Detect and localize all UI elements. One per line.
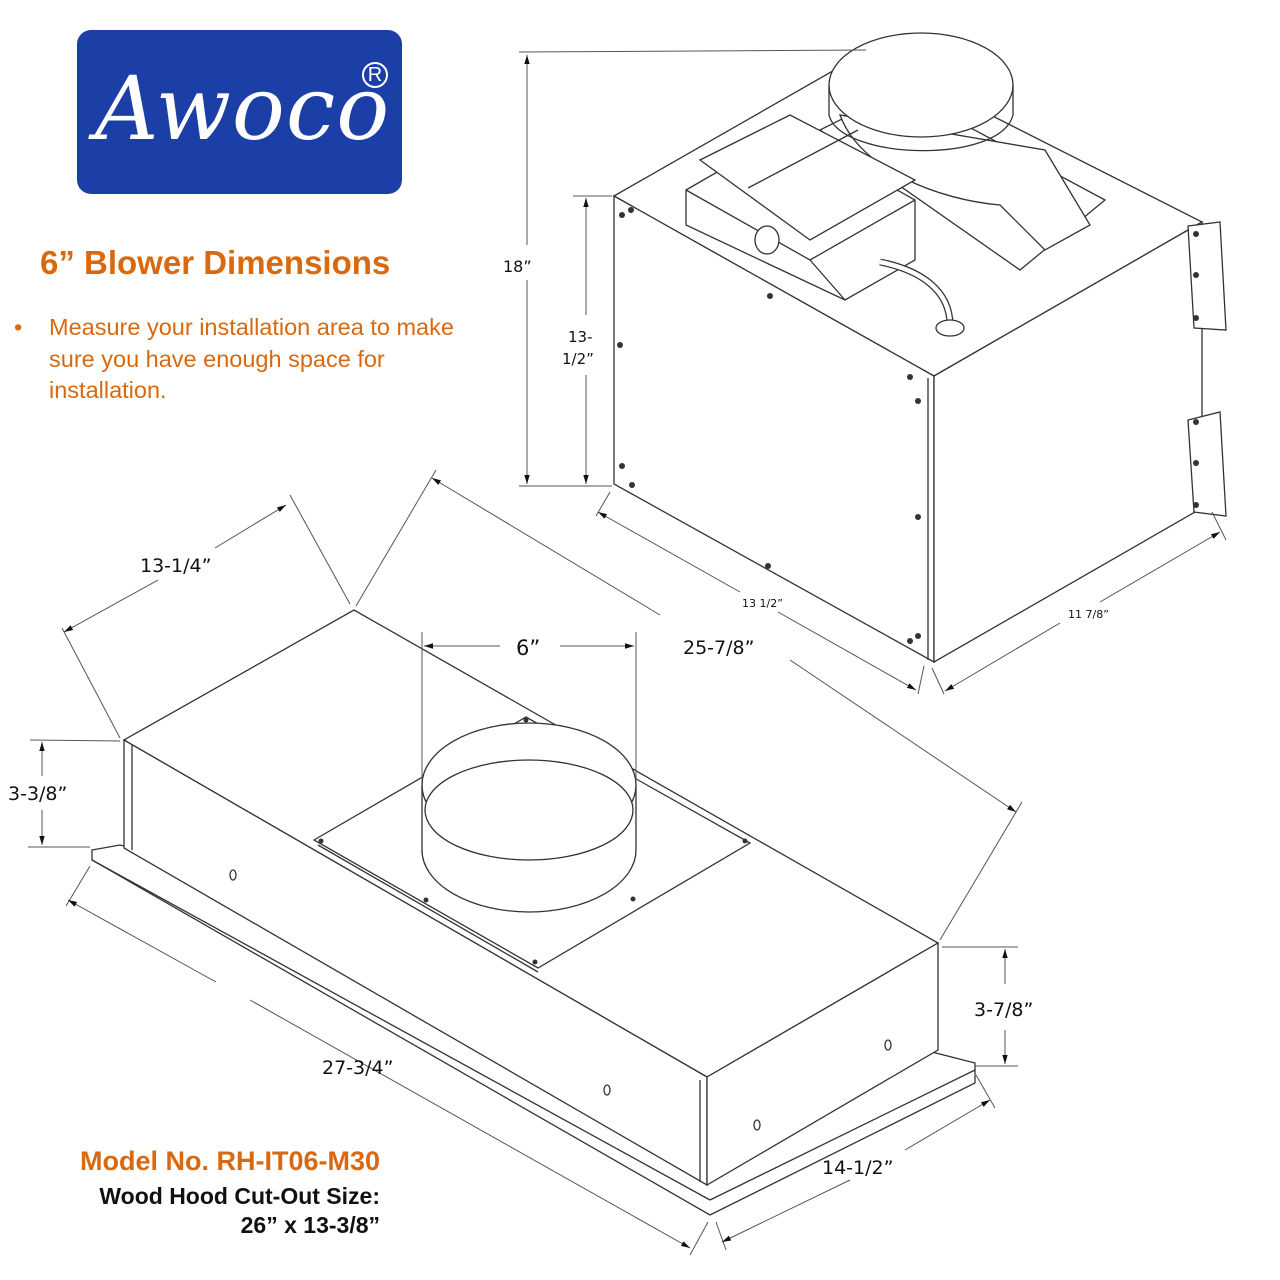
dim-blower-width: 13 1/2”	[742, 597, 783, 610]
dim-hood-height-left: 3-3/8”	[8, 783, 67, 805]
registered-trademark-icon: R	[362, 62, 388, 88]
installation-note-text: Measure your installation area to make s…	[49, 314, 454, 403]
blower-unit-drawing	[612, 32, 1227, 664]
dim-hood-length-bottom: 27-3/4”	[322, 1057, 393, 1079]
model-number: Model No. RH-IT06-M30	[79, 1146, 380, 1176]
hood-dimension-lines	[28, 469, 1023, 1256]
page-title: 6” Blower Dimensions	[40, 244, 391, 281]
dim-blower-depth: 11 7/8”	[1068, 608, 1109, 621]
bullet-icon: •	[14, 314, 23, 340]
cutout-size-label: Wood Hood Cut-Out Size:	[99, 1183, 380, 1209]
dim-hood-depth-bottom: 14-1/2”	[822, 1157, 893, 1179]
dim-hood-depth-top: 13-1/4”	[140, 555, 211, 577]
hood-insert-drawing	[91, 609, 976, 1216]
brand-logo: Awoco R	[77, 30, 402, 194]
blower-dimension-lines	[518, 49, 1227, 695]
cutout-size-value: 26” x 13-3/8”	[240, 1212, 380, 1238]
brand-logo-text: Awoco	[95, 57, 391, 160]
cutout-size: Wood Hood Cut-Out Size: 26” x 13-3/8”	[99, 1182, 380, 1240]
dim-blower-box-height: 13-1/2”	[562, 328, 594, 368]
dim-blower-overall-height: 18”	[503, 257, 532, 276]
dim-duct-diameter: 6”	[516, 636, 540, 660]
dim-hood-length-top: 25-7/8”	[683, 637, 754, 659]
dim-hood-height-right: 3-7/8”	[974, 999, 1033, 1021]
